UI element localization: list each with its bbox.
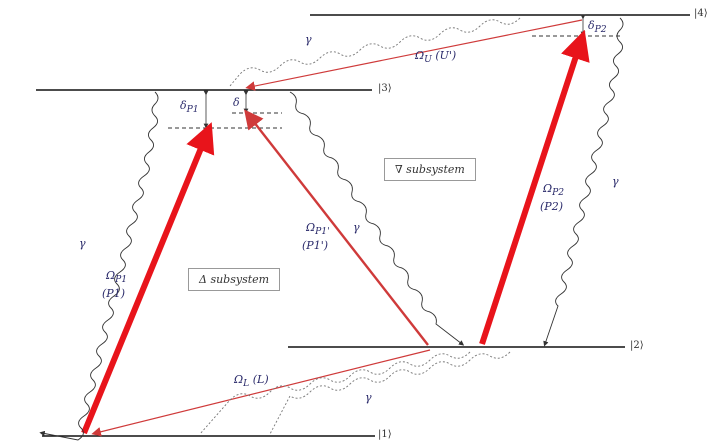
omega-p2-subscript: P2 xyxy=(552,187,565,199)
field-u-arrow xyxy=(245,19,583,91)
level-3-label: |3⟩ xyxy=(378,83,392,94)
level-4-label: |4⟩ xyxy=(694,8,708,19)
decay-2-to-1-dotted-b xyxy=(269,351,511,435)
level-2-label: |2⟩ xyxy=(630,340,644,351)
gamma-5-label: γ xyxy=(365,391,372,404)
omega-p1-symbol: Ω xyxy=(106,269,116,282)
delta-p2-subscript: P2 xyxy=(594,24,607,36)
gamma-1-label: γ xyxy=(79,237,86,250)
gamma-4-label: γ xyxy=(305,33,312,46)
gamma-2-label: γ xyxy=(353,221,360,234)
level-1-label: |1⟩ xyxy=(378,429,392,440)
omega-p1prime-symbol: Ω xyxy=(306,221,316,234)
omega-u-subscript: U xyxy=(424,54,432,66)
omega-p1prime-label: ΩP1' xyxy=(306,222,330,236)
delta-subsystem-box: Δ subsystem xyxy=(188,268,281,291)
decay-3-to-2 xyxy=(289,91,465,346)
omega-l-symbol: Ω xyxy=(234,373,244,386)
delta-p2-label: δP2 xyxy=(588,20,607,34)
delta-p2-symbol: δ xyxy=(588,19,595,32)
field-l-arrow xyxy=(91,349,431,437)
delta-p1-subscript: P1 xyxy=(186,104,199,116)
pump-p1-beam xyxy=(81,122,215,435)
p1prime-tag: (P1') xyxy=(302,239,329,252)
u-tag: (U') xyxy=(435,49,457,62)
delta-label: δ xyxy=(233,96,240,109)
p2-tag: (P2) xyxy=(540,200,563,213)
omega-p1-subscript: P1 xyxy=(115,274,128,286)
omega-p2-symbol: Ω xyxy=(543,182,553,195)
decay-4-to-2 xyxy=(543,17,624,347)
omega-p2-label: ΩP2 xyxy=(543,183,564,197)
pump-p2-beam xyxy=(479,29,590,345)
delta-p1-symbol: δ xyxy=(180,99,187,112)
p1-tag: (P1) xyxy=(102,287,125,300)
omega-l-label: ΩL (L) xyxy=(234,374,269,388)
decay-2-to-1-dotted-a xyxy=(199,351,471,435)
l-tag: (L) xyxy=(252,373,269,386)
delta-p1-label: δP1 xyxy=(180,100,199,114)
decay-3-to-1 xyxy=(39,91,159,441)
omega-p1prime-subscript: P1' xyxy=(315,226,330,238)
omega-u-label: ΩU (U') xyxy=(415,50,456,64)
omega-p1-label: ΩP1 xyxy=(106,270,127,284)
omega-u-symbol: Ω xyxy=(415,49,425,62)
decay-4-to-3-dotted xyxy=(229,17,521,87)
omega-l-subscript: L xyxy=(243,378,250,390)
gamma-3-label: γ xyxy=(612,175,619,188)
field-p1prime-arrow xyxy=(244,109,429,346)
nabla-subsystem-box: ∇ subsystem xyxy=(384,158,476,181)
